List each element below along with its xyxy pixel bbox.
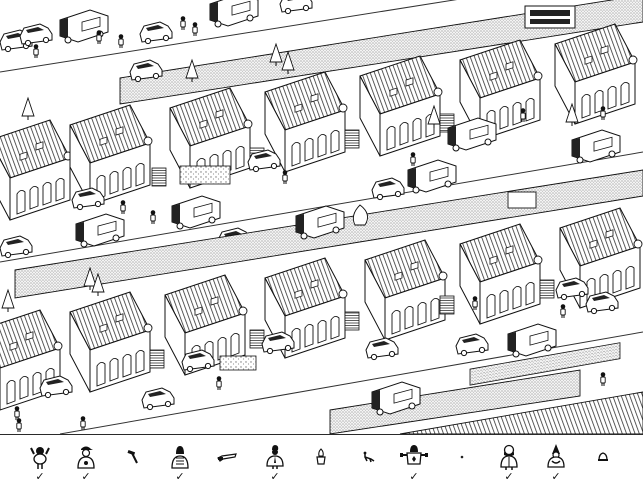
double-decker-bus <box>524 5 576 29</box>
target-3[interactable] <box>116 435 150 482</box>
found-checkmark: ✓ <box>81 470 91 483</box>
target-1[interactable]: ✓ <box>23 435 57 482</box>
target-bar: 8 ✓ ✓ ✓ ✓ <box>0 435 643 482</box>
found-checkmark: ✓ <box>409 470 419 483</box>
target-12[interactable]: ✓ <box>539 435 573 482</box>
hedge-row-1 <box>119 0 643 105</box>
game-scene[interactable] <box>0 0 643 434</box>
tiny-animal-icon <box>354 442 384 472</box>
target-9[interactable]: ✓ <box>397 435 431 482</box>
top-street <box>0 0 458 73</box>
found-checkmark: ✓ <box>551 470 561 483</box>
cap-person-icon <box>71 442 101 472</box>
tie-person-icon <box>260 442 290 472</box>
target-7[interactable] <box>304 435 338 482</box>
scarf-person-icon <box>494 442 524 472</box>
scene-illustration[interactable] <box>0 0 643 434</box>
found-checkmark: ✓ <box>504 470 514 483</box>
dot-icon <box>447 442 477 472</box>
small-bell-icon <box>588 442 618 472</box>
found-checkmark: ✓ <box>270 470 280 483</box>
target-8[interactable] <box>352 435 386 482</box>
knife-icon <box>212 442 242 472</box>
hedge-row-3 <box>329 369 643 434</box>
hedge-row-2 <box>1 169 643 313</box>
arms-out-person-icon <box>399 442 429 472</box>
found-checkmark: ✓ <box>175 470 185 483</box>
target-11[interactable]: ✓ <box>492 435 526 482</box>
hooded-person-icon <box>165 442 195 472</box>
pointy-hat-person-icon <box>541 442 571 472</box>
house-row-2 <box>0 207 643 411</box>
found-checkmark: ✓ <box>35 470 45 483</box>
hammer-icon <box>118 442 148 472</box>
flower-pot-icon <box>306 442 336 472</box>
bottom-street <box>14 277 643 434</box>
target-4[interactable]: ✓ <box>163 435 197 482</box>
target-2[interactable]: ✓ <box>69 435 103 482</box>
target-10[interactable] <box>445 435 479 482</box>
scene-divider <box>0 434 643 435</box>
target-6[interactable]: ✓ <box>258 435 292 482</box>
target-5[interactable] <box>210 435 244 482</box>
arms-raised-person-icon <box>25 442 55 472</box>
target-13[interactable] <box>586 435 620 482</box>
